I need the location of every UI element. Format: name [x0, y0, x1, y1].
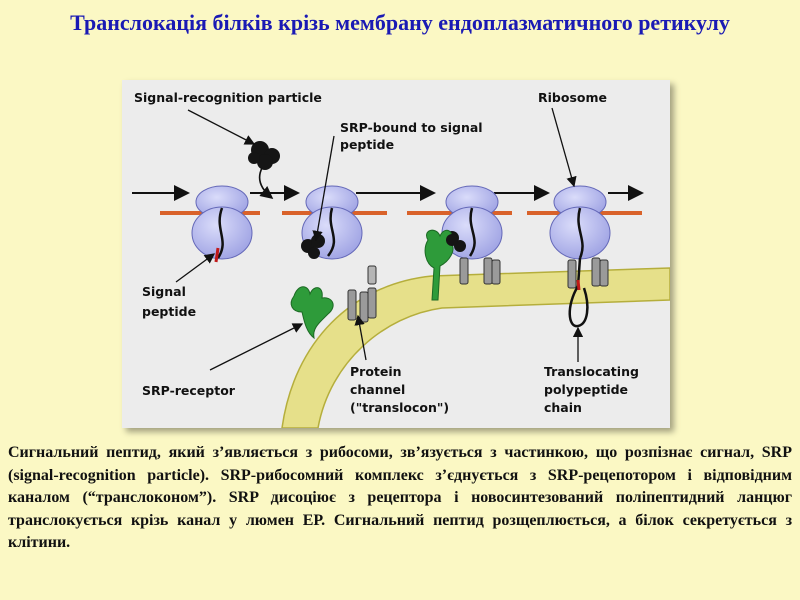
ribosome-4 — [550, 186, 610, 259]
label-srp-bound-2: peptide — [340, 137, 394, 152]
label-translocating: Translocating — [544, 364, 639, 379]
label-srp: Signal-recognition particle — [134, 90, 322, 105]
ribosome-2 — [301, 186, 362, 259]
label-ribosome: Ribosome — [538, 90, 607, 105]
protein-channel-1 — [348, 288, 376, 322]
ribosome-1 — [192, 186, 252, 262]
channel-top-left — [368, 266, 376, 284]
label-protein-channel-3: ("translocon") — [350, 400, 449, 415]
label-srp-bound: SRP-bound to signal — [340, 120, 483, 135]
label-translocating-2: polypeptide — [544, 382, 628, 397]
label-protein-channel: Protein — [350, 364, 402, 379]
label-signal-peptide-2: peptide — [142, 304, 196, 319]
slide-title: Транслокація білків крізь мембрану ендоп… — [20, 6, 780, 40]
label-signal-peptide: Signal — [142, 284, 186, 299]
label-translocating-3: chain — [544, 400, 582, 415]
caption-paragraph: Сигнальний пептид, який з’являється з ри… — [8, 442, 792, 555]
label-srp-receptor: SRP-receptor — [142, 383, 236, 398]
er-membrane — [282, 268, 670, 428]
label-protein-channel-2: channel — [350, 382, 405, 397]
srp-particle — [248, 141, 280, 170]
translocation-diagram: Signal-recognition particle SRP-bound to… — [122, 80, 670, 428]
